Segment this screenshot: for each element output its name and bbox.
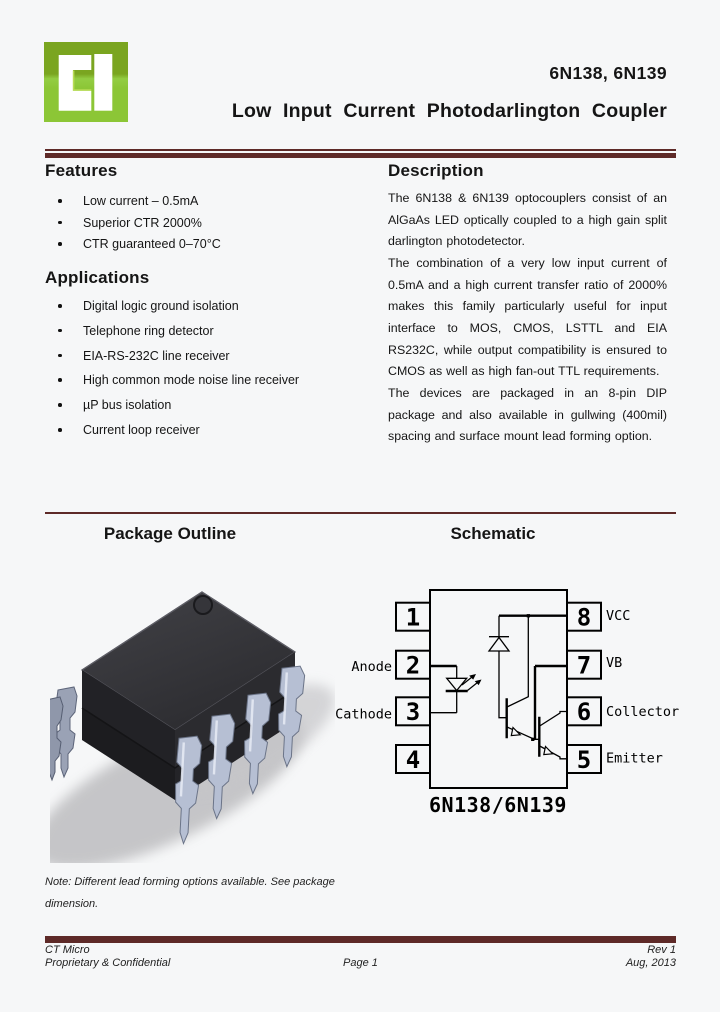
pin1-indicator-dimple bbox=[193, 595, 213, 615]
schematic-diagram: 1 2 3 4 8 7 6 5 Anode Cathode VCC VB Col… bbox=[335, 589, 679, 817]
footer-page-number: Page 1 bbox=[343, 956, 378, 969]
application-item: High common mode noise line receiver bbox=[45, 373, 377, 387]
pin-label: Cathode bbox=[335, 707, 392, 723]
junction-dot bbox=[531, 737, 535, 741]
pin-label: Collector bbox=[606, 704, 679, 720]
footer-company: CT Micro bbox=[45, 943, 90, 956]
logo-bar-glyph bbox=[94, 54, 113, 111]
feature-item: CTR guaranteed 0–70°C bbox=[45, 237, 377, 251]
description-section: Description The 6N138 & 6N139 optocouple… bbox=[388, 161, 667, 448]
pin-number: 4 bbox=[406, 746, 420, 774]
footer-divider bbox=[45, 936, 676, 943]
application-item: Current loop receiver bbox=[45, 423, 377, 437]
junction-dot bbox=[526, 614, 530, 618]
pin-number: 2 bbox=[406, 652, 420, 680]
description-paragraph: The combination of a very low input curr… bbox=[388, 255, 667, 379]
pin-label: Emitter bbox=[606, 751, 663, 767]
pin-label: VB bbox=[606, 655, 622, 671]
features-list: Low current – 0.5mA Superior CTR 2000% C… bbox=[45, 194, 377, 251]
pin-number: 1 bbox=[406, 604, 420, 632]
package-outline-heading: Package Outline bbox=[103, 524, 237, 543]
document-title: Low Input Current Photodarlington Couple… bbox=[231, 100, 667, 122]
note-text: Note: Different lead forming options ava… bbox=[45, 876, 335, 910]
pin-label: VCC bbox=[606, 608, 630, 624]
pin-label: Anode bbox=[351, 659, 392, 675]
application-item: EIA-RS-232C line receiver bbox=[45, 349, 377, 363]
package-front-pins bbox=[175, 665, 306, 846]
logo-c-glyph bbox=[58, 55, 92, 111]
application-item: Digital logic ground isolation bbox=[45, 299, 377, 313]
description-heading: Description bbox=[388, 161, 484, 180]
pin-boxes-left bbox=[395, 601, 431, 774]
section-divider bbox=[45, 511, 676, 514]
applications-heading: Applications bbox=[45, 268, 150, 287]
diode-symbol bbox=[487, 636, 511, 652]
dip8-package-image bbox=[50, 591, 335, 863]
footer-confidential: Proprietary & Confidential bbox=[45, 956, 171, 969]
feature-item: Low current – 0.5mA bbox=[45, 194, 377, 208]
schematic-caption: 6N138/6N139 bbox=[429, 793, 567, 817]
emitter-arrow bbox=[510, 726, 522, 737]
footer-rev: Rev 1 bbox=[647, 943, 676, 956]
application-item: µP bus isolation bbox=[45, 398, 377, 412]
footer-date: Aug, 2013 bbox=[625, 956, 676, 969]
schematic-heading: Schematic bbox=[450, 524, 536, 543]
description-paragraph: The devices are packaged in an 8-pin DIP… bbox=[388, 385, 667, 444]
package-body bbox=[80, 591, 297, 800]
pin-number: 8 bbox=[577, 604, 591, 632]
pin-boxes-right bbox=[566, 601, 602, 774]
pin-number: 6 bbox=[577, 698, 591, 726]
features-applications-section: Features Low current – 0.5mA Superior CT… bbox=[45, 161, 377, 448]
led-light-arrows bbox=[461, 674, 482, 691]
applications-list: Digital logic ground isolation Telephone… bbox=[45, 299, 377, 437]
logo-notch-highlight bbox=[72, 70, 92, 91]
features-heading: Features bbox=[45, 161, 118, 180]
feature-item: Superior CTR 2000% bbox=[45, 216, 377, 230]
led-symbol bbox=[445, 677, 469, 692]
ic-body-outline bbox=[429, 589, 568, 789]
footer: CT Micro Proprietary & Confidential Page… bbox=[45, 944, 676, 970]
emitter-arrow bbox=[543, 745, 555, 756]
application-item: Telephone ring detector bbox=[45, 324, 377, 338]
pin-number: 5 bbox=[577, 746, 591, 774]
schematic-wires-thick bbox=[430, 614, 567, 757]
ct-micro-logo bbox=[44, 42, 128, 122]
pin-number: 3 bbox=[406, 698, 420, 726]
description-paragraph: The 6N138 & 6N139 optocouplers consist o… bbox=[388, 191, 667, 249]
part-numbers: 6N138, 6N139 bbox=[549, 63, 667, 83]
header-divider bbox=[45, 149, 676, 159]
pin-number: 7 bbox=[577, 652, 591, 680]
